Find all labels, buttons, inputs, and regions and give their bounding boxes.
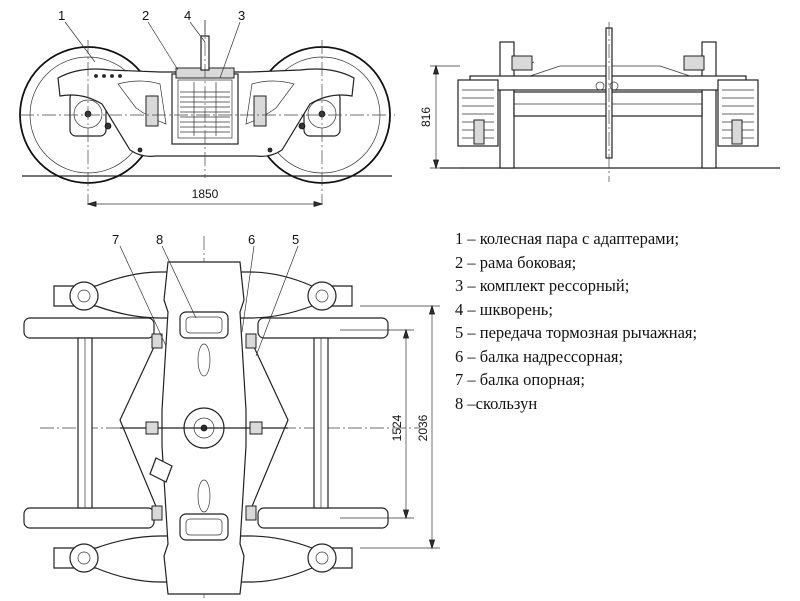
callout-1: 1	[58, 8, 65, 23]
plan-view: 1524 2036 7 8 6 5	[23, 232, 440, 598]
callout-5: 5	[292, 232, 299, 247]
callout-4: 4	[184, 8, 191, 23]
dimension-height: 816	[419, 107, 433, 127]
legend-item-4: 4 – шкворень;	[455, 299, 553, 319]
dimension-track-outer: 2036	[416, 414, 430, 441]
legend-item-3: 3 – комплект рессорный;	[455, 276, 630, 295]
legend-item-2: 2 – рама боковая;	[455, 252, 577, 272]
legend-item-7: 7 – балка опорная;	[455, 370, 585, 389]
callout-8: 8	[156, 232, 163, 247]
dimension-track-inner: 1524	[390, 414, 404, 441]
plan-wheels	[23, 317, 389, 529]
side-view: 1850 1 2 4 3	[19, 8, 395, 208]
legend-item-1: 1 – колесная пара с адаптерами;	[455, 229, 680, 248]
callout-6: 6	[248, 232, 255, 247]
legend-item-8: 8 –скользун	[455, 393, 538, 413]
right-spring-pack	[717, 79, 759, 147]
legend-item-6: 6 – балка надрессорная;	[455, 346, 624, 366]
callout-2: 2	[142, 8, 149, 23]
left-spring-pack	[457, 79, 499, 147]
end-view: 816	[419, 22, 780, 182]
parts-legend: 1 – колесная пара с адаптерами; 2 – рама…	[455, 227, 795, 415]
callout-7: 7	[112, 232, 119, 247]
plan-brake-rigging	[119, 333, 289, 521]
dimension-wheelbase: 1850	[192, 187, 219, 201]
legend-item-5: 5 – передача тормозная рычажная;	[455, 323, 698, 342]
callout-3: 3	[238, 8, 245, 23]
